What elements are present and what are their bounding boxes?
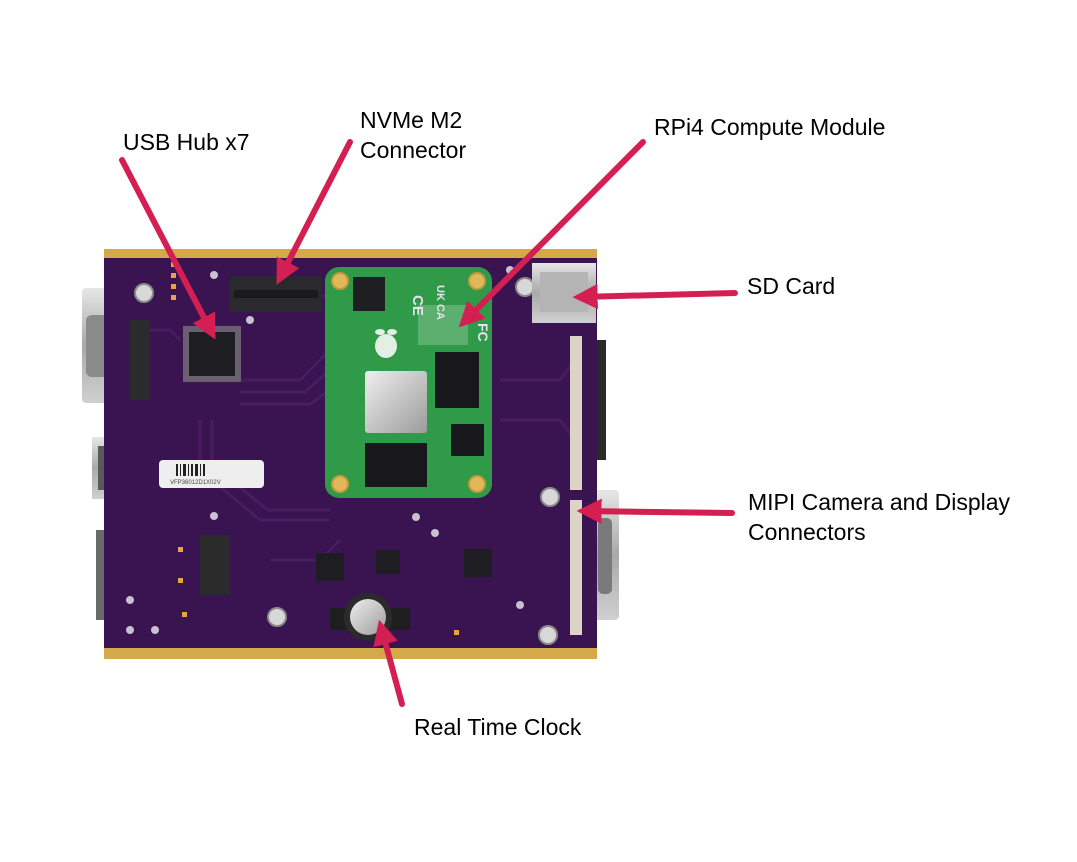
arrow-usb-hub <box>119 157 216 340</box>
label-usb-hub-text: USB Hub x7 <box>123 129 250 155</box>
label-nvme: NVMe M2 Connector <box>360 105 466 165</box>
soc-shield <box>365 371 427 433</box>
gold-edge-bottom <box>104 645 597 659</box>
rtc-chip <box>316 553 344 581</box>
raspberry-pi-logo-icon <box>375 329 397 358</box>
ukca-mark: UK CA <box>434 285 446 320</box>
arrow-sd-card <box>572 283 738 310</box>
mipi-connectors <box>570 336 582 635</box>
serial-sticker <box>159 460 264 488</box>
nvme-m2-connector <box>230 276 322 312</box>
arrow-nvme <box>276 139 353 285</box>
label-usb-hub: USB Hub x7 <box>123 127 250 157</box>
label-sd-card-text: SD Card <box>747 273 836 299</box>
label-rpi4-text: RPi4 Compute Module <box>654 114 886 140</box>
label-mipi: MIPI Camera and Display Connectors <box>748 487 1010 547</box>
label-nvme-line1: NVMe M2 <box>360 107 463 133</box>
label-rtc-text: Real Time Clock <box>414 714 582 740</box>
arrow-rtc <box>373 619 405 707</box>
ce-mark-icon: CE <box>409 295 426 316</box>
label-nvme-line2: Connector <box>360 137 467 163</box>
arrow-mipi <box>576 498 735 524</box>
rpi4-compute-module <box>325 267 492 498</box>
label-rtc: Real Time Clock <box>414 712 581 742</box>
label-sd-card: SD Card <box>747 271 835 301</box>
fc-mark-icon: FC <box>475 323 491 342</box>
sd-card-slot <box>532 263 596 323</box>
label-rpi4: RPi4 Compute Module <box>654 112 885 142</box>
sticker-id: VFP36012D1X02V <box>170 480 221 486</box>
arrow-rpi4 <box>458 139 646 328</box>
label-mipi-line2: Connectors <box>748 519 866 545</box>
label-mipi-line1: MIPI Camera and Display <box>748 489 1011 515</box>
